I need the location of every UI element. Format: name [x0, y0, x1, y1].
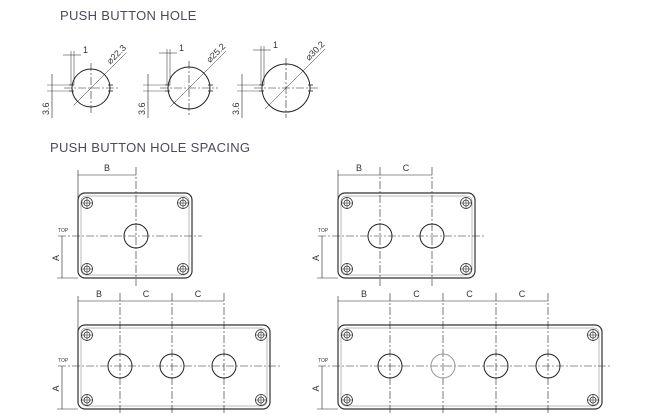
screw-icon: [255, 329, 267, 341]
push-button-hole-title: PUSH BUTTON HOLE: [60, 8, 197, 23]
dimension-b-label: B: [96, 289, 102, 299]
dimension-c-label: C: [195, 289, 202, 299]
key-height-label: 3.6: [231, 102, 241, 115]
button-hole: [211, 353, 237, 379]
enclosure-inner-outline: [80, 195, 190, 276]
screw-icon: [341, 197, 353, 209]
key-height-label: 3.6: [137, 102, 147, 115]
button-hole: [367, 223, 393, 249]
hole-detail-2: 13.6⌀25.2: [137, 41, 227, 118]
dimension-c-label: C: [466, 289, 473, 299]
dimension-b-label: B: [356, 163, 362, 173]
diameter-leader: [169, 50, 227, 108]
enclosure-outline: [77, 192, 193, 279]
button-hole: [159, 353, 185, 379]
enclosure-inner-outline: [340, 327, 600, 407]
screw-icon: [177, 263, 189, 275]
screw-icon: [255, 394, 267, 406]
dimension-c-label: C: [143, 289, 150, 299]
screw-icon: [341, 263, 353, 275]
hole-detail-1: 13.6⌀22.3: [41, 43, 128, 118]
enclosure-inner-outline: [80, 327, 268, 407]
screw-icon: [81, 394, 93, 406]
dimension-b-label: B: [104, 163, 110, 173]
key-height-label: 3.6: [41, 102, 51, 115]
screw-icon: [460, 263, 472, 275]
top-label: TOP: [58, 228, 69, 234]
enclosure-4-hole: TOP B C C C A: [311, 289, 612, 415]
dimension-b-label: B: [361, 289, 367, 299]
dimension-a-label: A: [51, 255, 61, 261]
dimension-a-label: A: [311, 255, 321, 261]
hole-detail-3: 13.6⌀30.2: [231, 39, 327, 118]
enclosure-outline: [337, 192, 476, 279]
button-hole: [483, 353, 509, 379]
top-label: TOP: [318, 228, 329, 234]
screw-icon: [177, 197, 189, 209]
button-hole: [377, 353, 403, 379]
button-hole: [430, 353, 456, 379]
screw-icon: [341, 329, 353, 341]
dimension-c-label: C: [413, 289, 420, 299]
screw-icon: [81, 329, 93, 341]
screw-icon: [81, 263, 93, 275]
screw-icon: [81, 197, 93, 209]
offset-dimension-label: 1: [179, 43, 184, 53]
dimension-c-label: C: [403, 163, 410, 173]
dimension-a-label: A: [311, 385, 321, 391]
top-label: TOP: [318, 358, 329, 364]
enclosure-outline: [337, 324, 603, 410]
screw-icon: [587, 329, 599, 341]
enclosure-inner-outline: [340, 195, 473, 276]
push-button-hole-spacing-title: PUSH BUTTON HOLE SPACING: [50, 140, 250, 155]
dimension-a-label: A: [51, 385, 61, 391]
diameter-leader: [264, 48, 326, 110]
button-hole: [123, 223, 149, 249]
offset-dimension-label: 1: [83, 45, 88, 55]
enclosure-2-hole: TOP B C A: [311, 163, 485, 286]
button-hole: [535, 353, 561, 379]
button-hole: [107, 353, 133, 379]
button-hole: [419, 223, 445, 249]
dimension-c-label: C: [519, 289, 526, 299]
screw-icon: [587, 394, 599, 406]
offset-dimension-label: 1: [273, 40, 278, 50]
screw-icon: [341, 394, 353, 406]
enclosure-1-hole: TOP B A: [51, 163, 202, 286]
diameter-leader: [73, 52, 127, 106]
enclosure-spacing-drawings: TOP B A TOP B C A TOP B C C A TOP B C C C A: [51, 163, 612, 415]
enclosure-outline: [77, 324, 271, 410]
enclosure-3-hole: TOP B C C A: [51, 289, 280, 415]
screw-icon: [460, 197, 472, 209]
top-label: TOP: [58, 358, 69, 364]
